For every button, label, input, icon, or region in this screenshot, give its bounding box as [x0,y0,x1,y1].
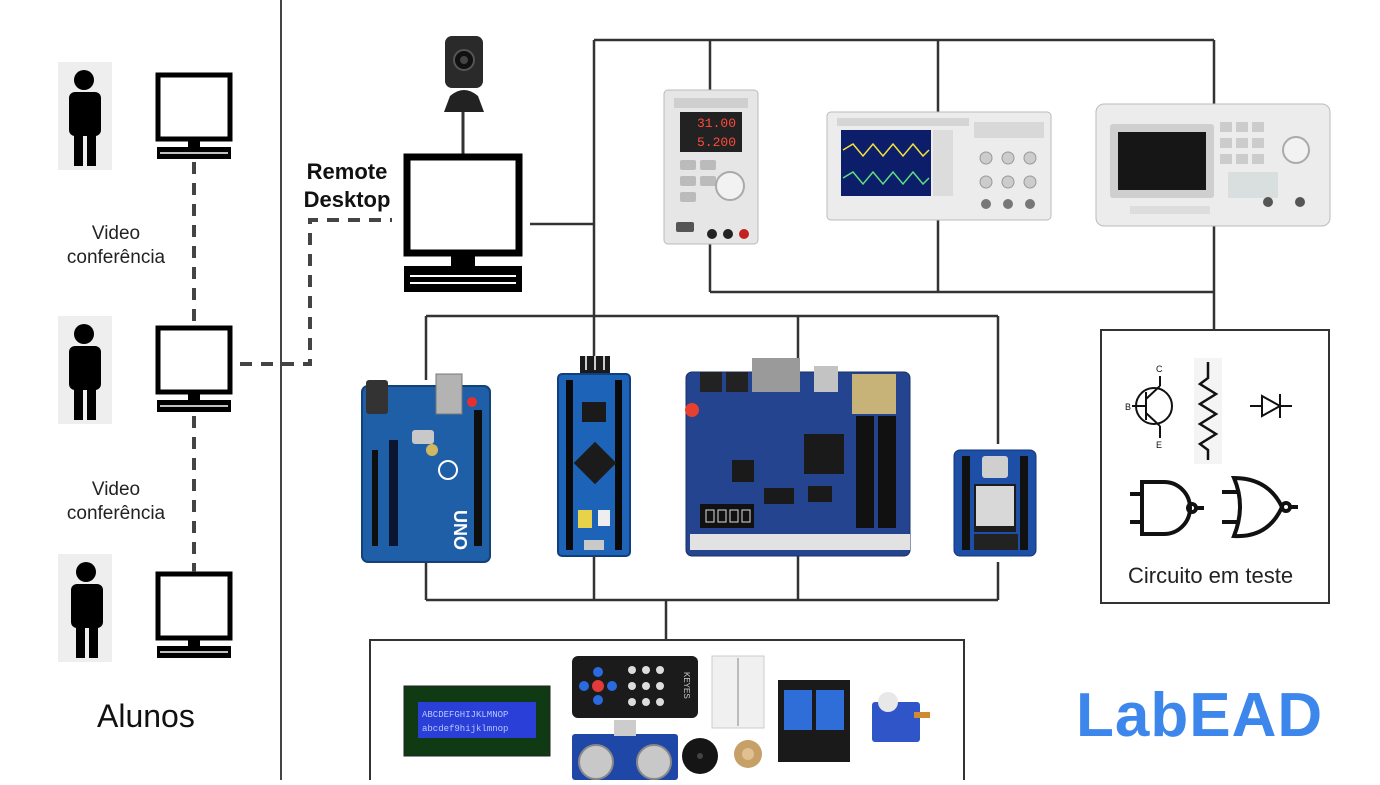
connection-lines [424,38,1216,640]
fpga-board-icon [685,358,911,557]
transistor-icon: C B E [1125,364,1173,450]
remote-label: KEYES [682,672,691,699]
psu-display-1: 31.00 [697,116,736,131]
svg-text:E: E [1156,440,1162,450]
person-icon [58,62,112,170]
student-2 [58,316,233,424]
person-icon [58,554,112,662]
nor-gate-icon [1222,475,1298,539]
power-supply-icon: 31.00 5.200 [663,89,759,245]
buzzer-icon [682,738,718,774]
student-3 [58,554,233,662]
lcd-module-icon: ABCDEFGHIJKLMNOP abcdef9hijklmnop [403,685,551,757]
ultrasonic-sensor-icon [572,720,678,780]
psu-display-2: 5.200 [697,135,736,150]
remote-desktop-computer-icon [403,153,523,292]
diode-icon [1250,394,1292,418]
oscilloscope-icon [826,111,1052,221]
alunos-label: Alunos [97,698,195,734]
computer-icon [155,72,233,159]
uno-label: UNO [450,510,470,550]
videoconf-links [192,162,392,572]
person-icon [58,316,112,424]
function-generator-icon [1095,103,1331,227]
svg-text:B: B [1125,402,1131,412]
computer-icon [155,571,233,658]
stm32-bluepill-icon [557,356,631,557]
servo-icon [872,692,930,742]
student-1 [58,62,233,170]
svg-text:C: C [1156,364,1163,374]
circuit-label: Circuito em teste [1128,563,1294,588]
ir-remote-icon: KEYES [572,656,698,718]
resistor-icon [1194,358,1222,464]
computer-icon [155,325,233,412]
potentiometer-icon [734,740,762,768]
brand-logo: LabEAD [1076,681,1324,750]
webcam-icon [444,36,484,154]
relay-module-icon [778,680,850,762]
breadboard-icon [711,655,765,729]
wemos-d1-mini-icon [948,444,1048,562]
arduino-uno-icon: UNO [361,373,491,563]
nand-gate-icon [1130,480,1204,536]
lcd-line-1: ABCDEFGHIJKLMNOP [422,710,508,720]
lcd-line-2: abcdef9hijklmnop [422,724,508,734]
